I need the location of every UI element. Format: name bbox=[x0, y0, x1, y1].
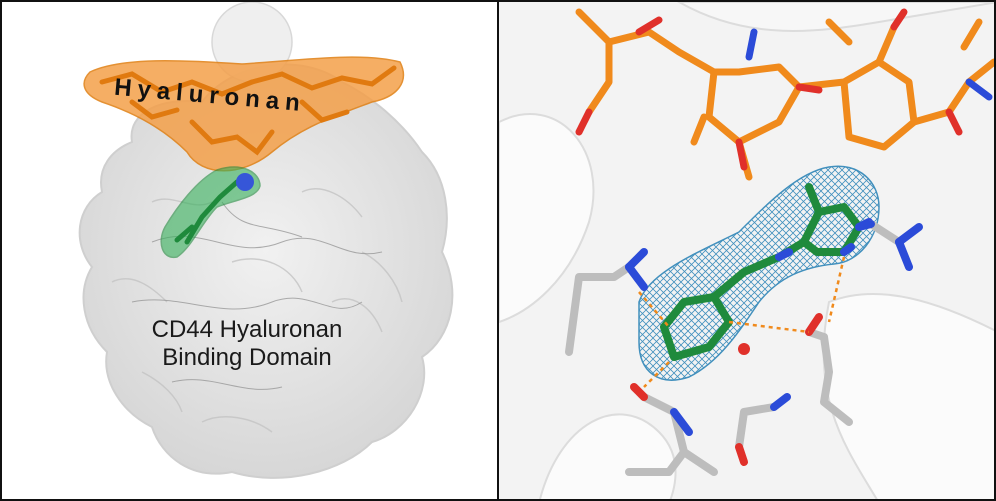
hyaluronan-sticks bbox=[99, 65, 397, 156]
left-panel-overview: Hyaluronan CD44 Hyaluronan Binding Domai… bbox=[0, 0, 499, 501]
domain-label-line2: Binding Domain bbox=[162, 344, 332, 371]
domain-label-line1: CD44 Hyaluronan bbox=[151, 316, 343, 343]
residue-heteroatoms bbox=[625, 248, 823, 466]
ligand-nitrogen bbox=[236, 173, 254, 191]
hyaluronan-chain bbox=[575, 8, 994, 181]
binding-site-graphic bbox=[499, 2, 994, 499]
right-panel-binding-site bbox=[497, 0, 996, 501]
residue-sticks bbox=[565, 263, 853, 476]
guanidine-group bbox=[855, 220, 923, 271]
domain-label: CD44 Hyaluronan Binding Domain bbox=[112, 316, 382, 372]
hyaluronan-heteroatoms bbox=[575, 8, 993, 171]
water-oxygen bbox=[738, 343, 750, 355]
protein-overview-graphic bbox=[78, 2, 454, 479]
ligand-sticks bbox=[174, 179, 240, 245]
pocket-surface bbox=[499, 2, 994, 499]
hydrogen-bonds bbox=[638, 256, 846, 388]
